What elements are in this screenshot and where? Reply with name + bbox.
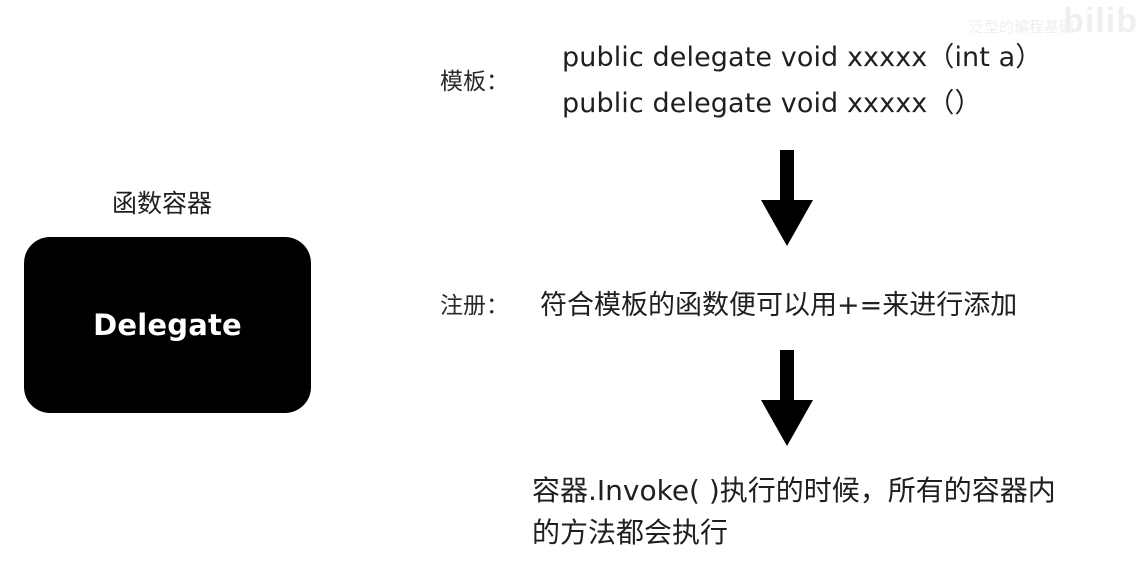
invoke-description: 容器.Invoke( )执行的时候，所有的容器内 的方法都会执行: [532, 470, 1122, 554]
container-label: 函数容器: [112, 189, 213, 218]
watermark-text: 泛型的编程基础: [968, 18, 1074, 36]
template-line-1: public delegate void xxxxx（int a）: [562, 42, 1043, 73]
down-arrow-icon: [761, 150, 813, 246]
invoke-description-line-2: 的方法都会执行: [532, 516, 729, 549]
delegate-box-text: Delegate: [93, 308, 242, 342]
template-label: 模板：: [440, 69, 509, 95]
template-line-2: public delegate void xxxxx（）: [562, 88, 982, 119]
register-label: 注册：: [440, 293, 509, 319]
bilibili-watermark-logo: bilib: [1063, 2, 1138, 40]
invoke-description-line-1: 容器.Invoke( )执行的时候，所有的容器内: [532, 474, 1056, 507]
down-arrow-icon: [761, 350, 813, 446]
delegate-box: Delegate: [24, 237, 311, 413]
register-description: 符合模板的函数便可以用+=来进行添加: [540, 290, 1018, 321]
